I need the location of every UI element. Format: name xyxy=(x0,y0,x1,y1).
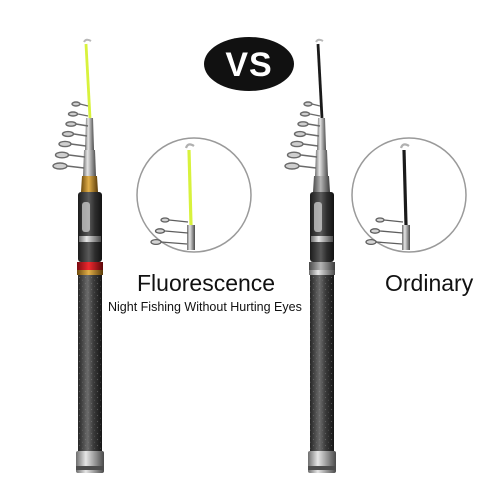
right-guides xyxy=(284,101,321,170)
fluorescence-label: Fluorescence xyxy=(137,270,276,296)
left-guides xyxy=(52,101,89,170)
left-zoom-circle xyxy=(136,137,252,253)
vs-badge-text: VS xyxy=(225,46,273,84)
vs-badge xyxy=(204,37,294,91)
left-rod xyxy=(52,38,104,473)
right-rod xyxy=(284,38,336,473)
right-zoom-circle xyxy=(351,137,467,253)
ordinary-label: Ordinary xyxy=(385,270,474,296)
fluorescence-sublabel: Night Fishing Without Hurting Eyes xyxy=(108,300,302,314)
